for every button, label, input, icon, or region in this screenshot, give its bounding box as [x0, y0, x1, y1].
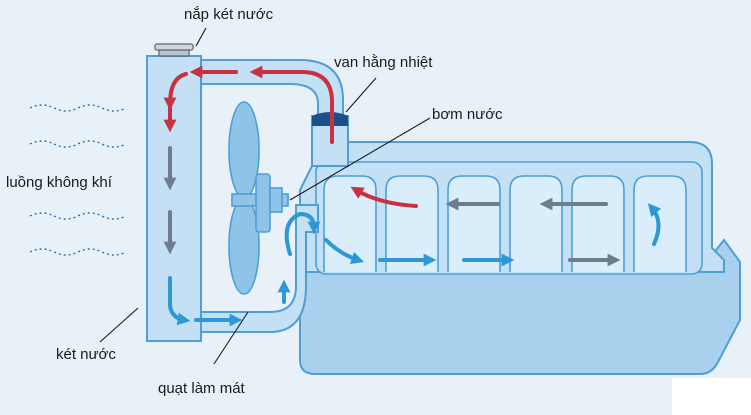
neutral-flow-arrows	[163, 146, 621, 267]
hot-flow-arrows	[163, 65, 418, 208]
leader-lines	[99, 27, 431, 365]
label-radiator: két nước	[56, 346, 116, 363]
label-airflow: luồng không khí	[6, 174, 112, 191]
upper-hose	[187, 59, 344, 119]
label-thermostat: van hằng nhiệt	[334, 54, 433, 71]
label-cooling-fan: quạt làm mát	[158, 380, 245, 397]
cool-flow-arrows	[168, 203, 662, 327]
blank-corner	[672, 378, 751, 415]
label-radiator-cap: nắp két nước	[184, 6, 274, 23]
radiator-cap	[154, 43, 194, 57]
cooling-fan	[228, 101, 289, 295]
label-water-pump: bơm nước	[432, 106, 503, 123]
radiator	[146, 55, 202, 342]
